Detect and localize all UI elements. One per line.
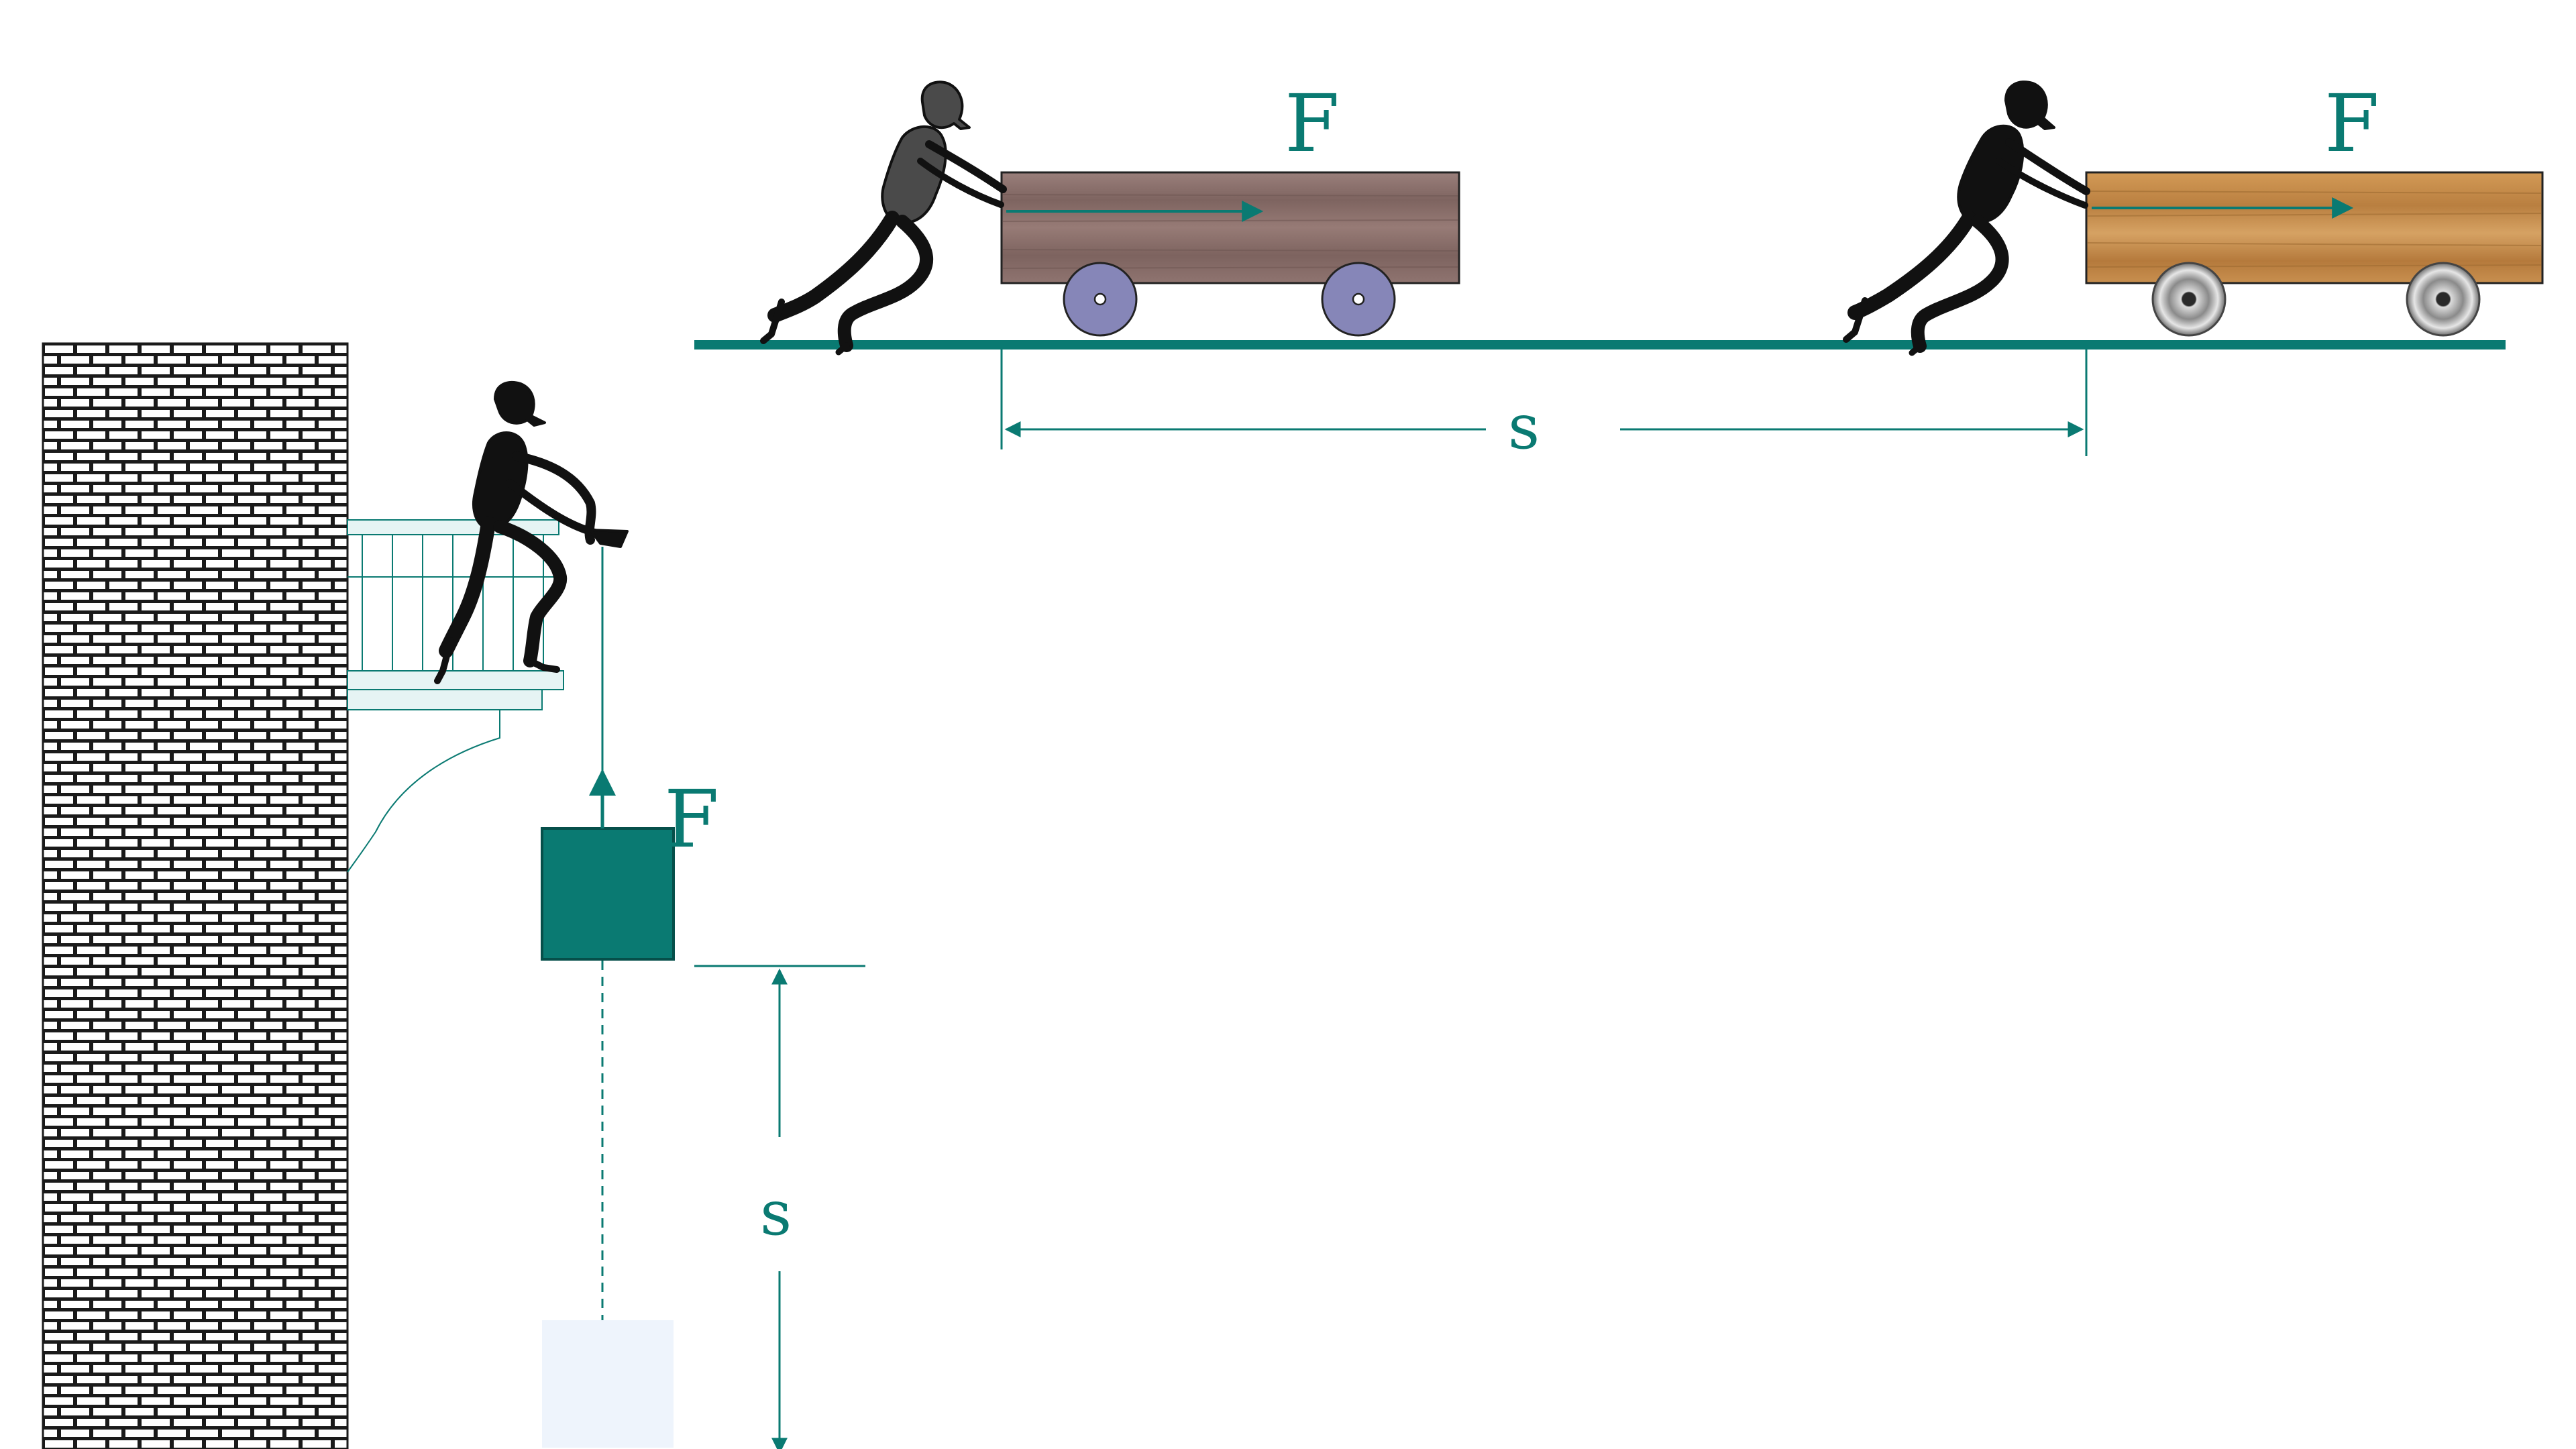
vertical-work-scene: F s <box>42 342 865 1449</box>
cart-final-wheel-rear <box>2151 262 2226 337</box>
cart-final-wheel-front <box>2406 262 2481 337</box>
person-3-foot-back <box>434 637 454 684</box>
person-1-arm <box>925 140 1007 193</box>
horizontal-work-scene: F F <box>694 77 2544 463</box>
person-2-body <box>1957 124 2025 223</box>
person-lifting <box>434 380 629 684</box>
person-3-cap <box>494 380 546 427</box>
force-label-cart-2: F <box>2324 77 2379 170</box>
person-1-foot-back <box>760 299 785 344</box>
balcony <box>347 519 564 873</box>
displacement-vertical <box>694 965 865 1449</box>
person-2-arm-2 <box>1996 158 2088 209</box>
distance-label-vertical: s <box>760 1177 792 1249</box>
person-2-leg-back <box>1847 211 1976 320</box>
person-3-hands <box>589 529 629 548</box>
person-3-foot-front <box>527 657 560 673</box>
person-pushing-cart-1 <box>760 80 1007 356</box>
person-3-body <box>472 431 529 531</box>
box-raised <box>541 827 675 961</box>
person-1-leg-back <box>767 211 900 323</box>
cart-final: F <box>2085 77 2544 337</box>
person-1-body <box>881 125 947 225</box>
person-1-foot-front <box>835 342 850 356</box>
force-label-lift: F <box>664 773 719 865</box>
cart-initial: F <box>1000 77 1460 337</box>
balcony-bracket <box>347 710 500 873</box>
person-2-leg-front <box>1911 215 2009 353</box>
person-2-arm <box>2005 138 2090 195</box>
box-initial-ghost <box>542 1320 674 1448</box>
person-1-arm-2 <box>917 158 1004 208</box>
person-2-foot-back <box>1843 297 1868 343</box>
brick-wall <box>42 342 349 1449</box>
cart-initial-body <box>1000 171 1460 284</box>
person-1-cap <box>920 80 971 130</box>
person-pushing-cart-2 <box>1843 80 2090 356</box>
displacement-horizontal <box>1000 342 2088 456</box>
distance-label-horizontal: s <box>1508 391 1540 463</box>
person-2-foot-front <box>1909 343 1923 356</box>
person-1-leg-front <box>837 215 933 352</box>
person-2-cap <box>2004 80 2055 130</box>
ground-line-top <box>694 340 2506 350</box>
balcony-slab <box>347 689 543 710</box>
force-label-cart-1: F <box>1285 77 1340 170</box>
person-3-leg-front <box>493 520 568 667</box>
balcony-floor <box>347 670 564 690</box>
